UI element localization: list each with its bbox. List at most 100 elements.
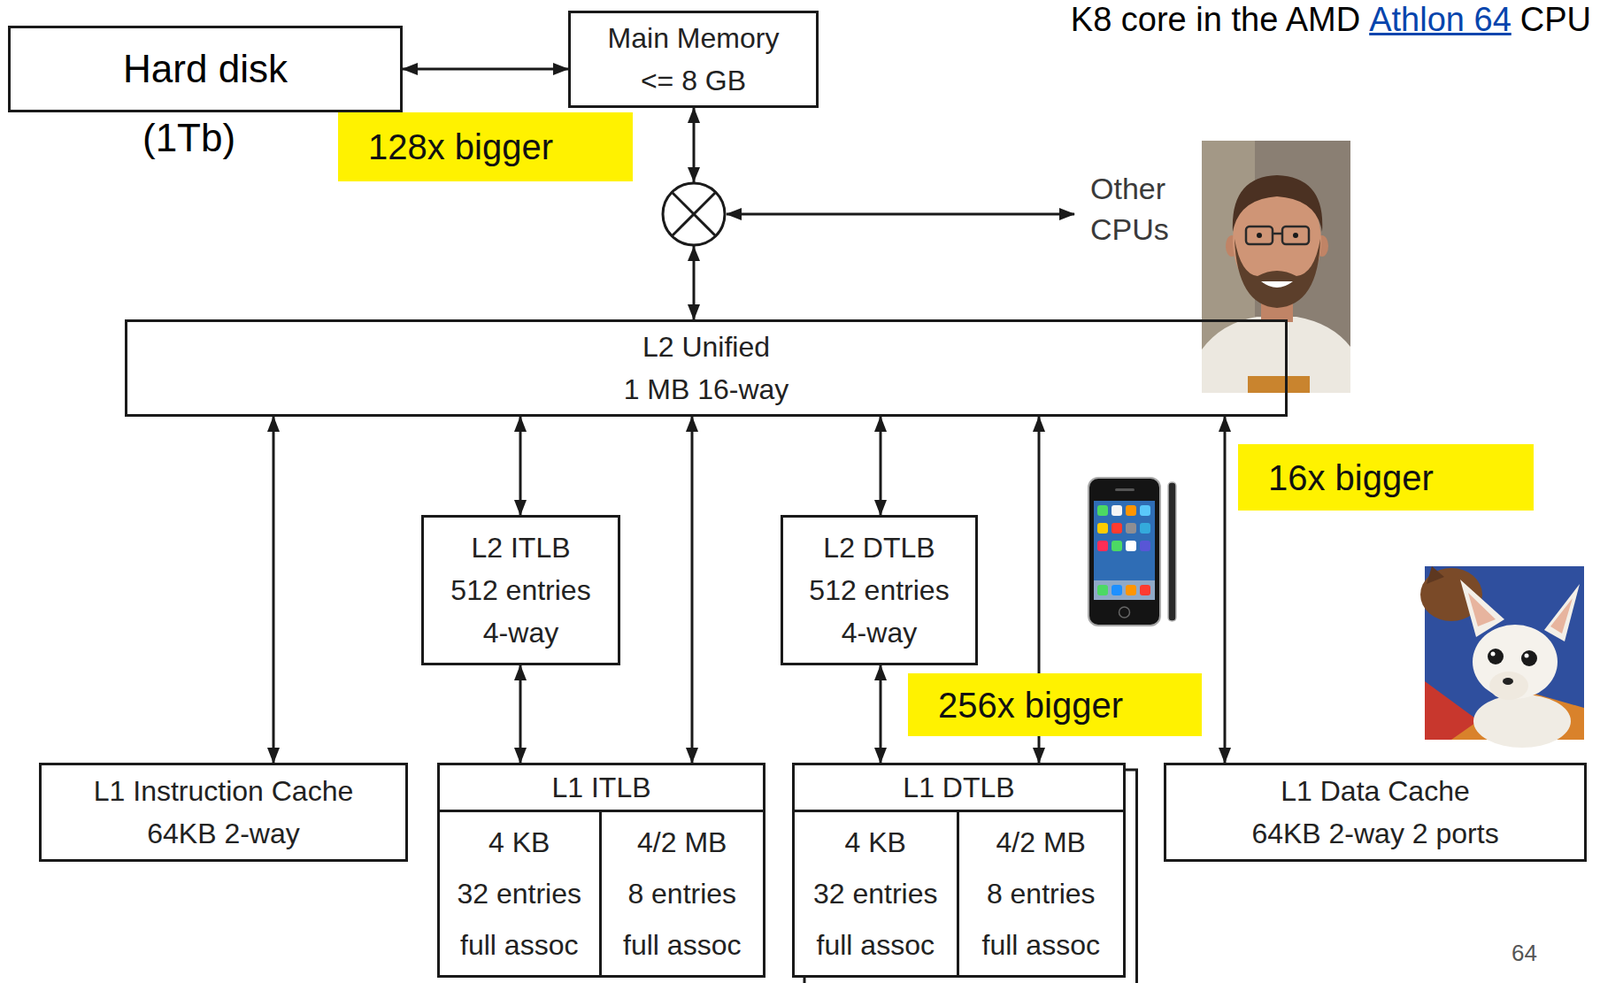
person-photo-part (1246, 226, 1273, 245)
iphone-picture-part (1125, 523, 1137, 534)
chihuahua-photo-part (1491, 652, 1496, 657)
person-photo-part (1292, 232, 1299, 239)
chihuahua-photo-part (1426, 566, 1445, 585)
chihuahua-photo (1420, 566, 1585, 748)
box-detail: 32 entries (456, 868, 582, 920)
iphone-picture-part (1115, 488, 1135, 492)
person-photo-part (1282, 226, 1309, 245)
switch-cross (672, 192, 716, 236)
iphone-picture-part (1093, 580, 1155, 600)
person-photo-part (1232, 175, 1323, 232)
bus-connector (879, 416, 883, 516)
box-detail: 64KB 2-way (146, 812, 300, 855)
arrow-head (687, 246, 700, 262)
iphone-picture-part (1139, 540, 1151, 552)
iphone-picture-part (1139, 584, 1151, 596)
iphone-picture-part (1093, 500, 1155, 600)
box-title: L1 Instruction Cache (93, 769, 354, 813)
cache-box: L1 Instruction Cache64KB 2-way (38, 762, 408, 862)
chihuahua-photo-part (1468, 592, 1496, 627)
box-title: L1 DTLB (794, 765, 1124, 813)
box-title: 4/2 MB (637, 816, 727, 869)
iphone-picture-part (1097, 584, 1108, 596)
iphone-picture-part (1097, 540, 1108, 552)
title-row: K8 core in the AMDAthlon 64CPU (1070, 0, 1592, 39)
crossbar-switch (662, 167, 1075, 262)
tlb-cell: 4/2 MB8 entriesfull assoc (601, 812, 764, 976)
tlb-box: L1 DTLB4 KB32 entriesfull assoc4/2 MB8 e… (792, 762, 1126, 978)
box-title: L1 ITLB (439, 765, 763, 813)
iphone-picture-part (1125, 505, 1137, 516)
bus-connector (691, 416, 694, 763)
box-detail: 512 entries (450, 569, 591, 612)
tlb-box: L2 DTLB512 entries4-way (780, 515, 978, 666)
box-title: 4 KB (488, 816, 550, 869)
highlight-callout: 16x bigger (1238, 444, 1534, 511)
iphone-picture (1088, 477, 1177, 626)
figure-title: CPU (1520, 0, 1592, 39)
tlb-cell: 4 KB32 entriesfull assoc (794, 812, 960, 976)
person-photo-part (1201, 140, 1351, 393)
box-detail: full assoc (460, 919, 578, 971)
iphone-picture-part (1111, 584, 1123, 596)
iphone-picture-part (1125, 584, 1137, 596)
iphone-picture-part (1111, 523, 1123, 534)
chihuahua-photo-part (1544, 584, 1580, 642)
chihuahua-photo-part (1487, 648, 1504, 665)
cache-box: L2 Unified1 MB 16-way (124, 319, 1288, 417)
chihuahua-photo-part (1550, 598, 1573, 634)
arrow-head (687, 167, 700, 183)
person-photo-part (1272, 232, 1283, 236)
person-photo (1201, 140, 1351, 393)
size-callout: 128x bigger (368, 125, 554, 169)
box-detail: 32 entries (813, 868, 939, 920)
memory-box: Main Memory<= 8 GB (568, 10, 819, 108)
chihuahua-photo-part (1473, 694, 1571, 748)
person-photo-part (1247, 376, 1310, 393)
person-photo-part (1256, 232, 1262, 239)
tlb-cell: 4/2 MB8 entriesfull assoc (959, 812, 1124, 976)
person-photo-part (1234, 238, 1321, 308)
iphone-picture-part (1088, 477, 1161, 626)
link-text: Athlon 64 (1369, 0, 1512, 39)
box-detail: 1 MB 16-way (623, 368, 790, 411)
box-detail: 4-way (841, 611, 917, 654)
box-detail: 8 entries (627, 868, 737, 920)
chihuahua-photo-part (1489, 671, 1529, 700)
box-detail: full assoc (623, 919, 741, 971)
bus-connector (519, 665, 523, 763)
box-detail: 8 entries (986, 868, 1096, 920)
bus-connector (402, 68, 569, 71)
figure-title: K8 core in the AMD (1070, 0, 1361, 39)
bus-connector (1223, 416, 1227, 763)
iphone-picture-part (1111, 540, 1123, 552)
page-number: 64 (1511, 939, 1538, 968)
bus-label: Other CPUs (1090, 168, 1197, 250)
box-title: 4/2 MB (996, 816, 1086, 869)
iphone-picture-part (1139, 523, 1151, 534)
iphone-picture-part (1125, 540, 1137, 552)
iphone-picture-part (1168, 482, 1177, 622)
bus-connector (879, 665, 883, 763)
iphone-picture-part (1119, 607, 1131, 618)
tlb-box: L1 ITLB4 KB32 entriesfull assoc4/2 MB8 e… (437, 762, 766, 978)
person-photo-part (1261, 281, 1293, 288)
box-detail: 512 entries (808, 569, 949, 612)
highlight-callout: 128x bigger (338, 112, 633, 182)
chihuahua-photo-part (1502, 677, 1514, 685)
tlb-box: L2 ITLB512 entries4-way (421, 515, 621, 666)
box-title: L1 Data Cache (1280, 769, 1470, 813)
box-detail: full assoc (816, 919, 935, 971)
chihuahua-photo-part (1521, 650, 1538, 667)
box-detail: 4-way (483, 611, 559, 654)
person-photo-part (1201, 316, 1351, 393)
box-detail: full assoc (982, 919, 1100, 971)
capacity-note: (1Tb) (142, 115, 236, 161)
bus-connector (519, 416, 523, 516)
box-title: Main Memory (607, 16, 780, 60)
box-title: L2 ITLB (470, 526, 570, 570)
switch-circle (662, 183, 725, 246)
box-detail: <= 8 GB (640, 59, 747, 102)
box-detail: 64KB 2-way 2 ports (1251, 812, 1499, 855)
cache-box: L1 Data Cache64KB 2-way 2 ports (1163, 762, 1587, 862)
